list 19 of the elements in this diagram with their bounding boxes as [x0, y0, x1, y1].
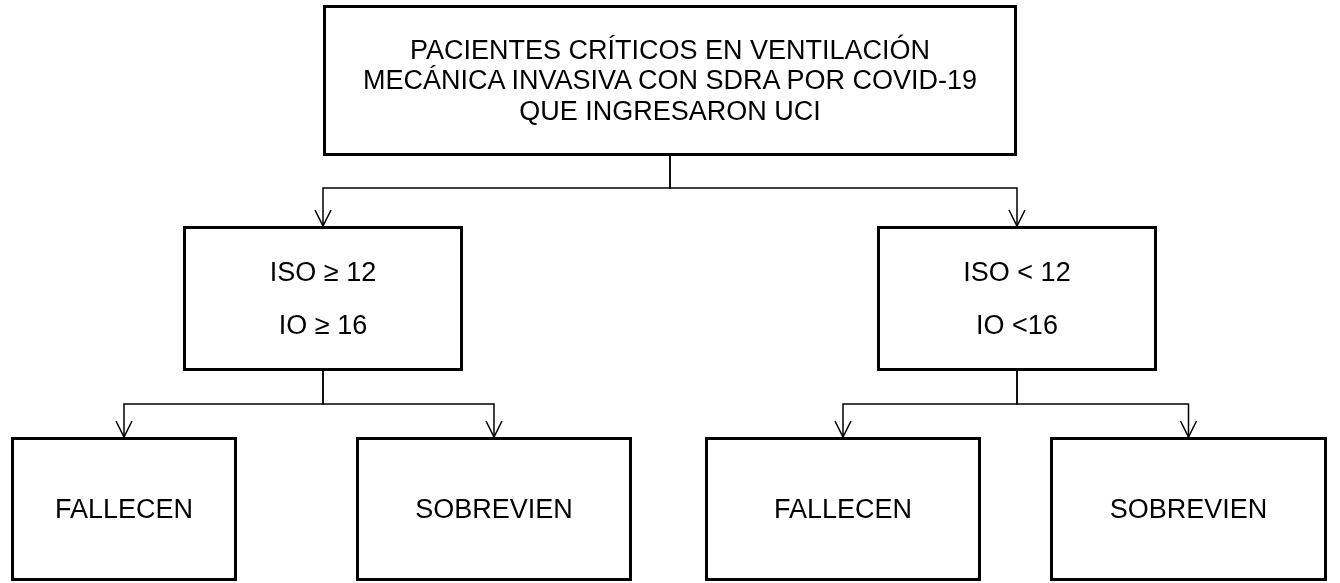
- box-text: SOBREVIEN: [1109, 493, 1268, 525]
- process-box: [877, 226, 1157, 371]
- box-text: IO ≥ 16: [278, 309, 368, 340]
- process-box: [705, 437, 981, 581]
- box-text: SOBREVIEN: [415, 493, 573, 525]
- process-box: [11, 437, 237, 581]
- process-box: [356, 437, 632, 581]
- process-box: [1050, 437, 1327, 581]
- box-text: FALLECEN: [773, 493, 913, 525]
- connector-arrow: [669, 155, 1026, 227]
- box-text: ISO < 12: [963, 257, 1071, 288]
- box-text: ISO ≥ 12: [269, 257, 377, 288]
- process-box: [323, 5, 1017, 156]
- connector-arrow: [1016, 370, 1198, 438]
- box-text: FALLECEN: [54, 493, 194, 525]
- process-box: [183, 226, 463, 371]
- box-text: PACIENTES CRÍTICOS EN VENTILACIÓN MECÁNICA INVASIVA CON SDRA POR COVID-19 QUE INGRESARON UCI: [361, 35, 979, 126]
- connector-arrow: [322, 370, 503, 438]
- box-text: IO <16: [976, 309, 1058, 340]
